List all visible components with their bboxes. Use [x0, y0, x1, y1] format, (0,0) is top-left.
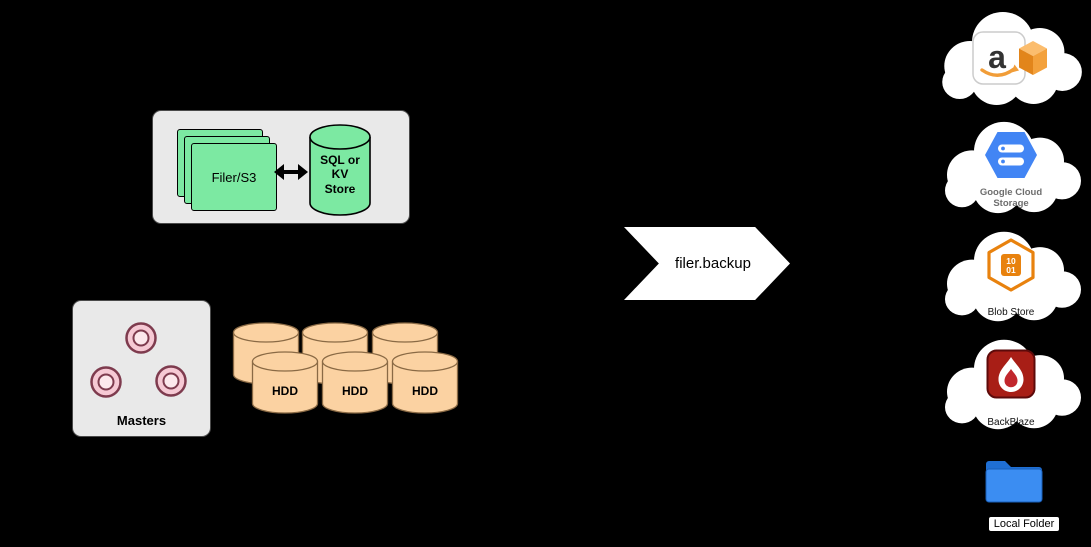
- backblaze-icon: [986, 349, 1036, 399]
- master-nodes-icon: [90, 322, 187, 398]
- cloud-backblaze: BackBlaze: [936, 334, 1086, 434]
- filer-group-panel: Filer/S3 SQL or KV Store: [152, 110, 410, 224]
- volume-disk-hdd: HDD: [321, 351, 389, 415]
- local-folder-icon: [985, 461, 1043, 503]
- amazon-letter: a: [988, 39, 1006, 75]
- cylinder-shape-icon: [309, 124, 371, 216]
- master-node-icon: [125, 322, 157, 354]
- amazon-s3-icon: a: [972, 31, 1047, 85]
- local-folder-item: Local Folder: [972, 448, 1076, 542]
- master-node-icon: [155, 365, 187, 397]
- masters-label: Masters: [116, 413, 167, 428]
- blob-digits-row1: 10: [1006, 256, 1016, 266]
- master-node-icon: [90, 366, 122, 398]
- volume-disk-hdd: HDD: [251, 351, 319, 415]
- local-folder-label: Local Folder: [988, 517, 1060, 531]
- cloud-google-cloud-storage: Google Cloud Storage: [936, 116, 1086, 218]
- sql-kv-store-cylinder: SQL or KV Store: [309, 124, 371, 217]
- backblaze-label: BackBlaze: [987, 417, 1035, 428]
- filer-node: Filer/S3: [191, 143, 277, 211]
- blob-store-label: Blob Store: [987, 307, 1035, 318]
- blob-digits-row2: 01: [1006, 265, 1016, 275]
- google-cloud-storage-label: Google Cloud Storage: [979, 187, 1043, 209]
- filer-backup-label: filer.backup: [675, 255, 751, 272]
- hdd-label: HDD: [272, 384, 298, 398]
- blob-store-icon: 10 01: [987, 238, 1035, 292]
- hdd-label: HDD: [412, 384, 438, 398]
- local-folder-label-wrap: Local Folder: [972, 517, 1076, 531]
- volume-disk-hdd: HDD: [391, 351, 459, 415]
- sql-kv-store-label: SQL or KV Store: [320, 152, 360, 196]
- masters-panel: Masters: [72, 300, 211, 437]
- cylinder-shape-icon: [321, 351, 389, 414]
- cylinder-shape-icon: [251, 351, 319, 414]
- cloud-amazon-s3: a: [933, 6, 1087, 110]
- filer-backup-arrow: filer.backup: [624, 227, 790, 300]
- hdd-label: HDD: [342, 384, 368, 398]
- google-cloud-storage-icon: [985, 132, 1037, 178]
- filer-label: Filer/S3: [211, 169, 257, 185]
- bidirectional-arrow-icon: [274, 164, 308, 180]
- cloud-blob-store: 10 01 Blob Store: [936, 226, 1086, 326]
- cylinder-shape-icon: [391, 351, 459, 414]
